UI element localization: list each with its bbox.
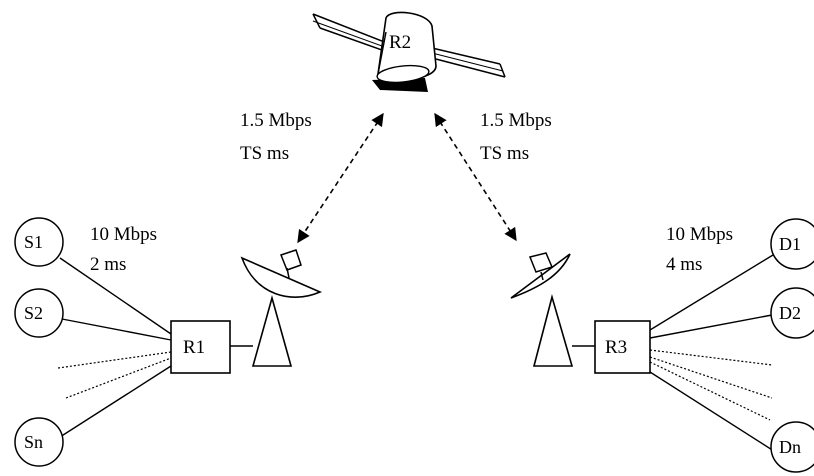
source-node-s1: S1 [14,217,64,267]
uplink-left-link [297,112,384,244]
satellite-right-panel [431,47,506,78]
satellite-label: R2 [389,32,411,53]
access-right-delay: 4 ms [666,254,702,275]
satellite-icon [312,11,506,92]
destination-node-dn: Dn [770,421,814,473]
source-node-label: S1 [24,232,43,252]
uplink-left-delay: TS ms [240,143,289,164]
access-left-delay: 2 ms [90,254,126,275]
uplink-right-bandwidth: 1.5 Mbps [480,110,552,131]
router-r1 [170,320,231,374]
destination-node-d1: D1 [770,218,814,270]
satellite-dish-icon [240,249,323,367]
source-node-s2: S2 [14,288,64,338]
satellite-dish-icon [510,252,574,367]
uplink-right-delay: TS ms [480,143,529,164]
uplink-right-link [434,112,517,242]
router-r1-label: R1 [183,337,205,358]
destination-node-label: D2 [779,303,801,323]
destination-node-d2: D2 [770,287,814,339]
destination-node-label: D1 [779,234,801,254]
destination-node-label: Dn [779,437,801,457]
uplink-left-bandwidth: 1.5 Mbps [240,110,312,131]
source-node-label: Sn [24,432,43,452]
access-right-bandwidth: 10 Mbps [666,224,733,245]
router-r3-label: R3 [605,337,627,358]
satellite-left-panel [312,13,383,51]
access-left-bandwidth: 10 Mbps [90,224,157,245]
router-r3 [594,320,651,374]
source-node-label: S2 [24,303,43,323]
source-node-sn: Sn [14,417,64,467]
